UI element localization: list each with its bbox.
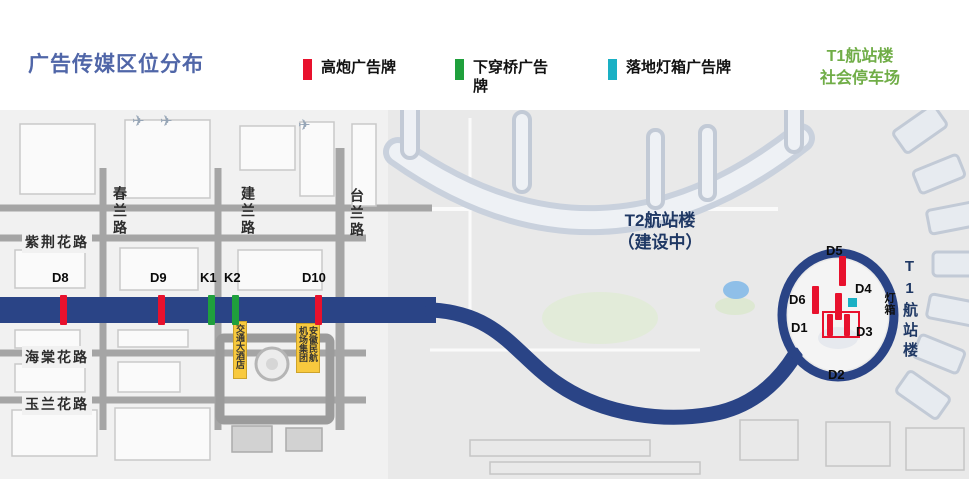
- marker-d4-lightbox-dot: [848, 298, 857, 307]
- airplane-icon: ✈: [160, 113, 173, 130]
- street-label-haitanghua: 海棠花路: [22, 346, 92, 368]
- t2-terminal-shape: [383, 110, 815, 236]
- marker-k1-label: K1: [200, 270, 217, 285]
- poi-traffic-hotel: 交通大酒店: [233, 321, 247, 379]
- legend-item-underpass: 下穿桥广告牌: [455, 58, 553, 96]
- pond-shape: [723, 281, 749, 299]
- marker-k2-bar: [232, 295, 239, 325]
- airplane-icon: ✈: [298, 117, 311, 134]
- street-label-yulanhua: 玉兰花路: [22, 393, 92, 415]
- legend-label-underpass: 下穿桥广告牌: [473, 59, 549, 95]
- marker-d9-bar: [158, 295, 165, 325]
- red-billboard-swatch-icon: [303, 59, 312, 80]
- legend-label-lightbox: 落地灯箱广告牌: [626, 59, 732, 76]
- marker-d9-label: D9: [150, 270, 167, 285]
- marker-d10-label: D10: [302, 270, 326, 285]
- map-graphic: ✈ ✈ ✈: [0, 110, 969, 479]
- airplane-icons: ✈ ✈ ✈: [132, 113, 311, 134]
- street-label-chunlan: 春兰路: [112, 186, 128, 237]
- t1-parking-note-line2: 社会停车场: [819, 70, 900, 87]
- marker-d5-bar: [839, 256, 846, 286]
- buildings-dark: [231, 425, 323, 453]
- marker-k1-bar: [208, 295, 215, 325]
- marker-d6-label: D6: [789, 292, 806, 307]
- legend-item-highpole: 高炮广告牌: [303, 58, 396, 80]
- poi-airport-group: 安徽民航机场集团: [296, 323, 320, 373]
- service-road-loop: [215, 333, 335, 425]
- t2-terminal-label-line1: T2航站楼: [624, 211, 696, 230]
- t1-concourse-shape: [892, 110, 969, 420]
- airport-map: ✈ ✈ ✈: [0, 110, 969, 479]
- marker-d1-bar: [827, 314, 833, 336]
- marker-d3-bar: [844, 314, 850, 336]
- marker-center-bar: [835, 293, 842, 320]
- t1-terminal-label: T1航站楼: [901, 258, 918, 362]
- marker-d10-bar: [315, 295, 322, 325]
- page-title: 广告传媒区位分布: [28, 53, 204, 76]
- marker-d8-bar: [60, 295, 67, 325]
- t2-terminal-label-line2: （建设中）: [617, 233, 703, 252]
- t2-terminal-label: T2航站楼 （建设中）: [575, 210, 745, 254]
- marker-zone-outline: [822, 311, 860, 338]
- street-label-tailan: 台兰路: [349, 188, 365, 239]
- marker-d8-label: D8: [52, 270, 69, 285]
- lightbox-annotation: 灯箱: [883, 292, 895, 316]
- t1-parking-note-line1: T1航站楼: [826, 48, 894, 65]
- marker-k2-label: K2: [224, 270, 241, 285]
- marker-d2-label: D2: [828, 367, 845, 382]
- marker-d6-bar: [812, 286, 819, 314]
- t1-parking-note: T1航站楼 社会停车场: [780, 46, 940, 90]
- marker-d4-label: D4: [855, 281, 872, 296]
- airplane-icon: ✈: [132, 113, 145, 130]
- marker-d1-label: D1: [791, 320, 808, 335]
- t1-loop-road: [777, 248, 899, 382]
- street-label-jianlan: 建兰路: [240, 186, 256, 237]
- marker-d3-label: D3: [856, 324, 873, 339]
- legend-item-lightbox: 落地灯箱广告牌: [608, 58, 731, 80]
- green-billboard-swatch-icon: [455, 59, 464, 80]
- buildings: [11, 119, 377, 461]
- cyan-billboard-swatch-icon: [608, 59, 617, 80]
- marker-d5-label: D5: [826, 243, 843, 258]
- street-label-zijinghua: 紫荆花路: [22, 231, 92, 253]
- south-buildings: [469, 419, 965, 475]
- legend-label-highpole: 高炮广告牌: [321, 59, 397, 76]
